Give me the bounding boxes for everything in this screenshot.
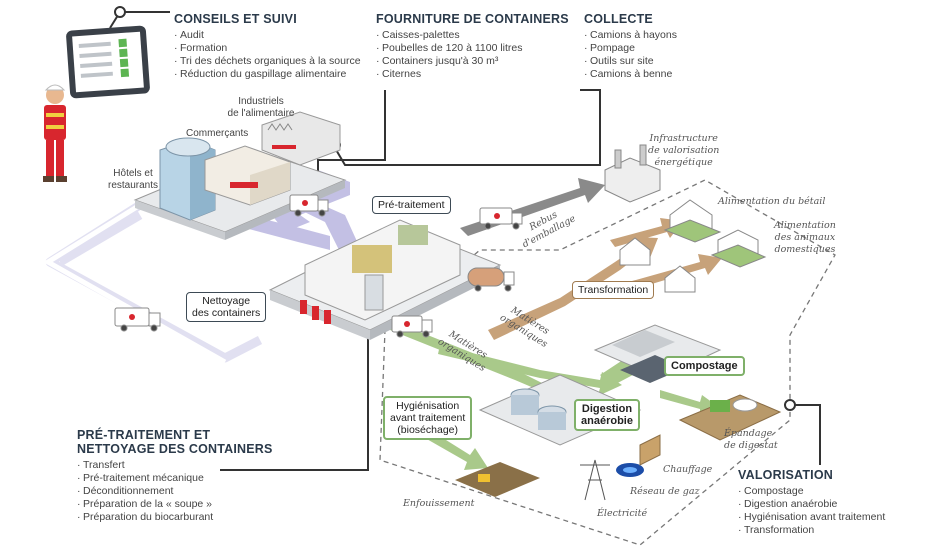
box-transformation: Transformation [572,281,655,299]
list-item: ·Audit [174,29,204,41]
heating-radiator [639,434,661,466]
box-pretraitement: Pré-traitement [372,196,451,214]
list-item: ·Citernes [376,68,422,80]
section-conseils: CONSEILS ET SUIVI ·Audit ·Formation ·Tri… [174,12,361,81]
section-list: ·Transfert ·Pré-traitement mécanique ·Dé… [77,459,273,524]
section-title-line1: PRÉ-TRAITEMENT ET [77,428,211,442]
section-title-line2: NETTOYAGE DES CONTAINERS [77,442,273,456]
section-valorisation: VALORISATION ·Compostage ·Digestion anaé… [738,468,885,537]
section-title: COLLECTE [584,12,653,26]
section-title: VALORISATION [738,468,833,482]
label-commercants: Commerçants [186,128,249,139]
electric-pylon [580,459,610,501]
section-list: ·Compostage ·Digestion anaérobie ·Hygién… [738,485,885,537]
list-item: ·Digestion anaérobie [738,498,838,510]
source-platforms [133,111,347,240]
list-item: ·Transformation [738,524,815,536]
label-reseau-gaz: Réseau de gaz [630,486,700,497]
list-item: ·Camions à benne [584,68,673,80]
list-item: ·Poubelles de 120 à 1100 litres [376,42,523,54]
list-item: ·Caisses-palettes [376,29,460,41]
energy-infrastructure [604,144,661,203]
list-item: ·Déconditionnement [77,485,174,497]
section-pretraitement: PRÉ-TRAITEMENT ET NETTOYAGE DES CONTAINE… [77,428,273,524]
label-alimentation-betail: Alimentation du bétail [718,196,826,207]
list-item: ·Outils sur site [584,55,654,67]
pretreatment-plant [268,219,502,340]
label-electricite: Électricité [597,508,648,519]
section-title: CONSEILS ET SUIVI [174,12,297,26]
farm-buildings [619,199,767,293]
section-fourniture: FOURNITURE DE CONTAINERS ·Caisses-palett… [376,12,569,81]
section-list: ·Audit ·Formation ·Tri des déchets organ… [174,29,361,81]
list-item: ·Préparation du biocarburant [77,511,214,523]
list-item: ·Containers jusqu'à 30 m³ [376,55,499,67]
truck-icons [114,194,523,338]
consultant-figure [43,84,67,182]
list-item: ·Hygiénisation avant traitement [738,511,886,523]
label-enfouissement: Enfouissement [403,498,475,509]
section-collecte: COLLECTE ·Camions à hayons ·Pompage ·Out… [584,12,677,81]
valorisation-dashed-area [379,179,836,546]
label-chauffage: Chauffage [663,464,713,475]
spreading-field [678,394,782,441]
landfill [455,462,540,497]
list-item: ·Préparation de la « soupe » [77,498,213,510]
section-list: ·Caisses-palettes ·Poubelles de 120 à 11… [376,29,569,81]
list-item: ·Camions à hayons [584,29,677,41]
list-item: ·Pré-traitement mécanique [77,472,204,484]
section-title: FOURNITURE DE CONTAINERS [376,12,569,26]
list-item: ·Tri des déchets organiques à la source [174,55,361,67]
box-compostage: Compostage [664,356,745,376]
commerce-building [204,145,291,206]
list-item: ·Compostage [738,485,804,497]
gas-network [616,463,644,477]
tablet-checklist [66,25,150,99]
list-item: ·Transfert [77,459,125,471]
list-item: ·Pompage [584,42,635,54]
section-list: ·Camions à hayons ·Pompage ·Outils sur s… [584,29,677,81]
list-item: ·Formation [174,42,228,54]
factory [261,111,341,166]
list-item: ·Réduction du gaspillage alimentaire [174,68,347,80]
